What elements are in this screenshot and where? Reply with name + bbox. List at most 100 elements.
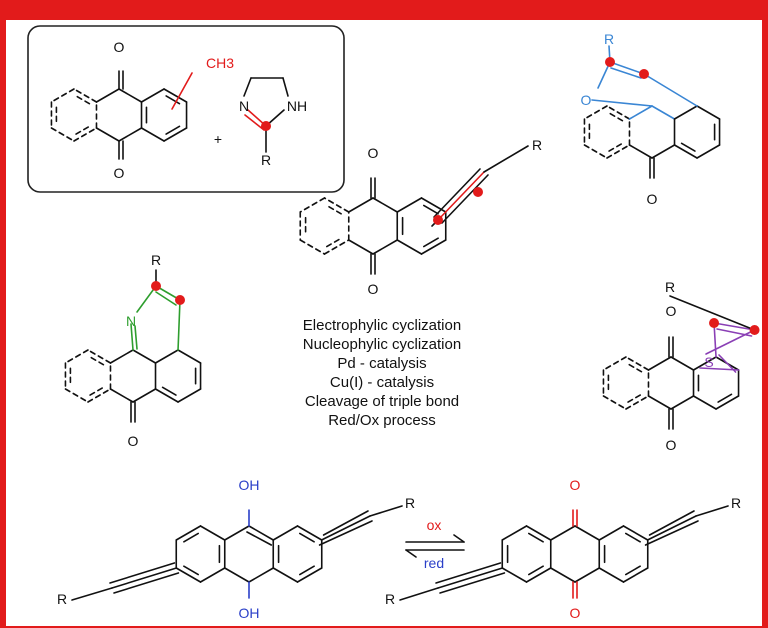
ring-double-bond (89, 386, 105, 396)
imidazoline-nitrogen-label: N (239, 98, 249, 114)
bond (132, 388, 157, 403)
method-item: Pd - catalysis (337, 355, 427, 372)
ring-double-bond (608, 112, 624, 122)
ring-bond (713, 322, 756, 331)
pyran-oxygen-label: O (581, 92, 592, 108)
bond (223, 525, 250, 541)
methyl-label: CH3 (206, 55, 234, 71)
method-item: Electrophylic cyclization (302, 317, 462, 334)
atom-labels: O O CH3 + N NH R O O R R O O R N O (57, 31, 741, 621)
ring-bond (583, 105, 608, 120)
hydroxyl-label: OH (239, 605, 260, 621)
quinone-r-right-label: R (731, 495, 741, 511)
pyran-r-label: R (604, 31, 614, 47)
reactive-atom-marker (175, 295, 185, 305)
ring-double-bond (183, 565, 200, 576)
ring-bond (140, 127, 165, 142)
ring-bond (606, 105, 631, 120)
ring-bond (525, 567, 552, 583)
alkyne-bond (109, 562, 176, 584)
hydroquinone-r-left-label: R (57, 591, 67, 607)
ring-bond (154, 388, 179, 403)
ring-bond (583, 144, 608, 159)
ring-double-bond (610, 67, 642, 79)
ring-bond (347, 239, 374, 255)
ring-bond (715, 395, 740, 410)
ring-bond (602, 356, 627, 371)
ring-double-bond (134, 325, 138, 350)
ring-double-bond (75, 95, 91, 105)
alkyne-bond (441, 174, 489, 224)
ring-bond (647, 395, 672, 410)
ring-bond (73, 127, 98, 142)
substituent-bond (695, 505, 729, 517)
ring-bond (670, 395, 695, 410)
bond (549, 567, 576, 583)
carbonyl-oxygen-label: O (368, 145, 379, 161)
ring-bond (177, 299, 181, 351)
alkyne-bond (435, 562, 502, 584)
ring-bond (323, 197, 350, 213)
ring-bond (50, 127, 75, 142)
ring-bond (323, 239, 350, 255)
red-label: red (424, 555, 444, 571)
alkyne-bond (320, 515, 371, 541)
ring-bond (136, 285, 157, 313)
bond (628, 144, 653, 159)
alkyne-bond (437, 567, 504, 589)
ring-bond (199, 567, 226, 583)
ring-bond (118, 88, 143, 103)
structures (50, 45, 760, 601)
ring-bond (625, 356, 650, 371)
ring-bond (696, 105, 721, 120)
ring-bond (396, 239, 423, 255)
ring-bond (243, 77, 252, 97)
ring-bond (705, 329, 756, 355)
ring-bond (177, 349, 202, 364)
carbonyl-oxygen-label: O (128, 433, 139, 449)
alkyne-bond (318, 520, 373, 546)
thiophene-r-label: R (665, 279, 675, 295)
alkyne-bond (437, 171, 485, 221)
reactive-atom-marker (749, 325, 760, 335)
ring-double-bond (325, 237, 342, 248)
ring-bond (177, 388, 202, 403)
alkyne-bond (113, 572, 180, 594)
ring-bond (347, 197, 374, 213)
substituent-bond (71, 587, 113, 601)
ring-double-bond (298, 532, 315, 543)
alkyne-bond (111, 567, 178, 589)
ring-double-bond (680, 142, 696, 152)
methyl-bond (171, 72, 193, 110)
bond (132, 349, 157, 364)
reactive-atom-marker (433, 215, 443, 225)
ring-bond (699, 367, 740, 371)
ring-double-bond (183, 532, 200, 543)
method-item: Nucleophylic cyclization (302, 336, 462, 353)
ring-bond (175, 525, 202, 541)
ring-double-bond (716, 328, 753, 337)
bond (109, 388, 134, 403)
pyridine-r-label: R (151, 252, 161, 268)
reaction-scheme: O O CH3 + N NH R O O R R O O R N O (27, 25, 760, 621)
ring-bond (718, 354, 737, 373)
carbonyl-oxygen-label: O (666, 303, 677, 319)
plus-sign: + (214, 131, 222, 147)
ring-double-bond (298, 565, 315, 576)
ring-bond (272, 567, 299, 583)
ring-bond (296, 567, 323, 583)
ring-bond (299, 197, 326, 213)
ring-double-bond (165, 95, 181, 105)
ring-bond (95, 88, 120, 103)
alkyne-bond (439, 572, 506, 594)
hydroquinone-r-right-label: R (405, 495, 415, 511)
ring-bond (163, 127, 188, 142)
bond (549, 525, 576, 541)
ring-bond (87, 388, 112, 403)
substituent-bond (483, 145, 529, 173)
method-list: Electrophylic cyclization Nucleophylic c… (268, 316, 496, 430)
ring-bond (647, 356, 672, 371)
ox-label: ox (427, 517, 442, 533)
reagents-box (27, 25, 345, 193)
